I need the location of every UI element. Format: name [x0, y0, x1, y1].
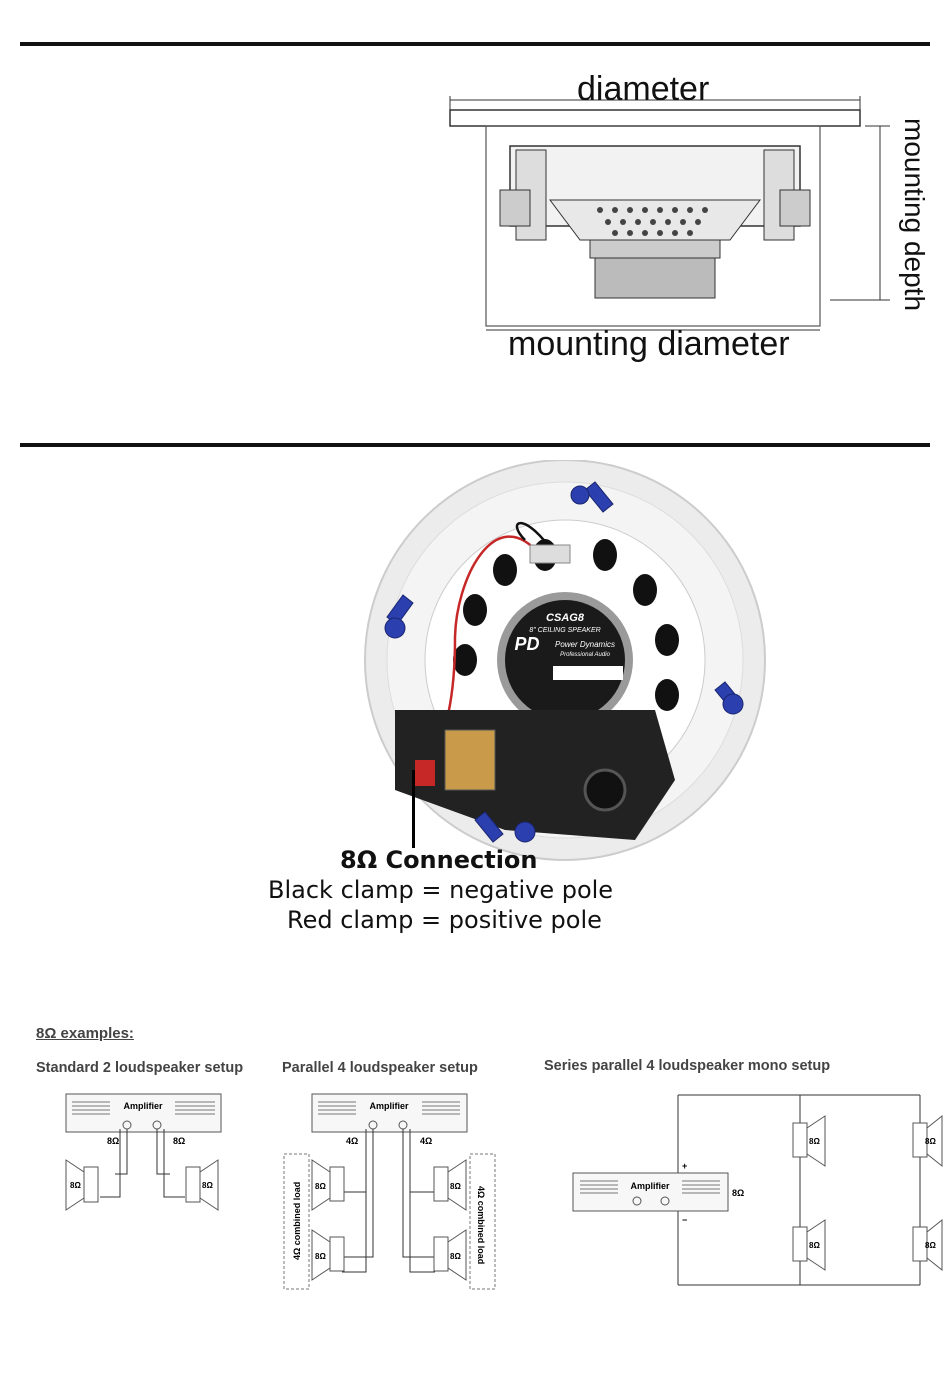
ohm-label: 4Ω — [420, 1136, 432, 1146]
examples-heading: 8Ω examples: — [36, 1025, 134, 1042]
ohm-label: 8Ω — [173, 1136, 185, 1146]
dimension-drawing — [440, 60, 930, 380]
ohm-label: 8Ω — [107, 1136, 119, 1146]
combined-load-label: 4Ω combined load — [476, 1186, 486, 1264]
speaker-back-photo: CSAG8 8" CEILING SPEAKER PD Power Dynami… — [355, 459, 775, 880]
middle-divider — [20, 443, 930, 447]
ohm-label: 8Ω — [315, 1182, 326, 1191]
diagram-series-parallel-4: Amplifier + − 8Ω 8Ω 8Ω 8Ω 8Ω — [570, 1085, 945, 1300]
callout-line — [412, 770, 415, 848]
ohm-label: 8Ω — [809, 1137, 820, 1146]
plus-sign: + — [682, 1161, 687, 1171]
red-clamp-note: Red clamp = positive pole — [287, 906, 602, 934]
ohm-label: 8Ω — [450, 1182, 461, 1191]
ohm-label: 4Ω — [346, 1136, 358, 1146]
brand-name-text: Power Dynamics — [555, 640, 615, 649]
speaker-type-text: 8" CEILING SPEAKER — [529, 627, 600, 634]
speaker-side-view — [449, 96, 890, 331]
mounting-diameter-label: mounting diameter — [508, 325, 790, 363]
ohm-label: 8Ω — [315, 1252, 326, 1261]
setup2-title: Parallel 4 loudspeaker setup — [282, 1060, 478, 1076]
mounting-depth-label: mounting depth — [899, 118, 930, 312]
amp-label-3: Amplifier — [630, 1181, 670, 1191]
ohm-label: 8Ω — [70, 1181, 81, 1190]
setup3-title: Series parallel 4 loudspeaker mono setup — [544, 1058, 831, 1074]
minus-sign: − — [682, 1215, 687, 1225]
amp-label-2: Amplifier — [369, 1101, 409, 1111]
connection-title: 8Ω Connection — [340, 846, 538, 874]
diagram-standard-2: Amplifier 8Ω 8Ω 8Ω 8Ω — [60, 1092, 230, 1222]
ohm-label: 8Ω — [809, 1241, 820, 1250]
speaker-model-text: CSAG8 — [546, 612, 585, 624]
brand-logo: PD — [514, 634, 539, 654]
top-divider — [20, 42, 930, 46]
ohm-label: 8Ω — [925, 1241, 936, 1250]
ohm-label: 8Ω — [732, 1188, 744, 1198]
brand-sub-text: Professional Audio — [560, 652, 610, 658]
combined-load-label: 4Ω combined load — [292, 1182, 302, 1260]
black-clamp-note: Black clamp = negative pole — [268, 876, 614, 904]
ohm-label: 8Ω — [202, 1181, 213, 1190]
ohm-label: 8Ω — [450, 1252, 461, 1261]
amp-label-1: Amplifier — [123, 1101, 163, 1111]
diagram-parallel-4: Amplifier 4Ω 4Ω 4Ω combined load 4Ω comb… — [280, 1092, 500, 1292]
setup1-title: Standard 2 loudspeaker setup — [36, 1060, 244, 1076]
ohm-label: 8Ω — [925, 1137, 936, 1146]
diameter-label: diameter — [577, 70, 710, 108]
